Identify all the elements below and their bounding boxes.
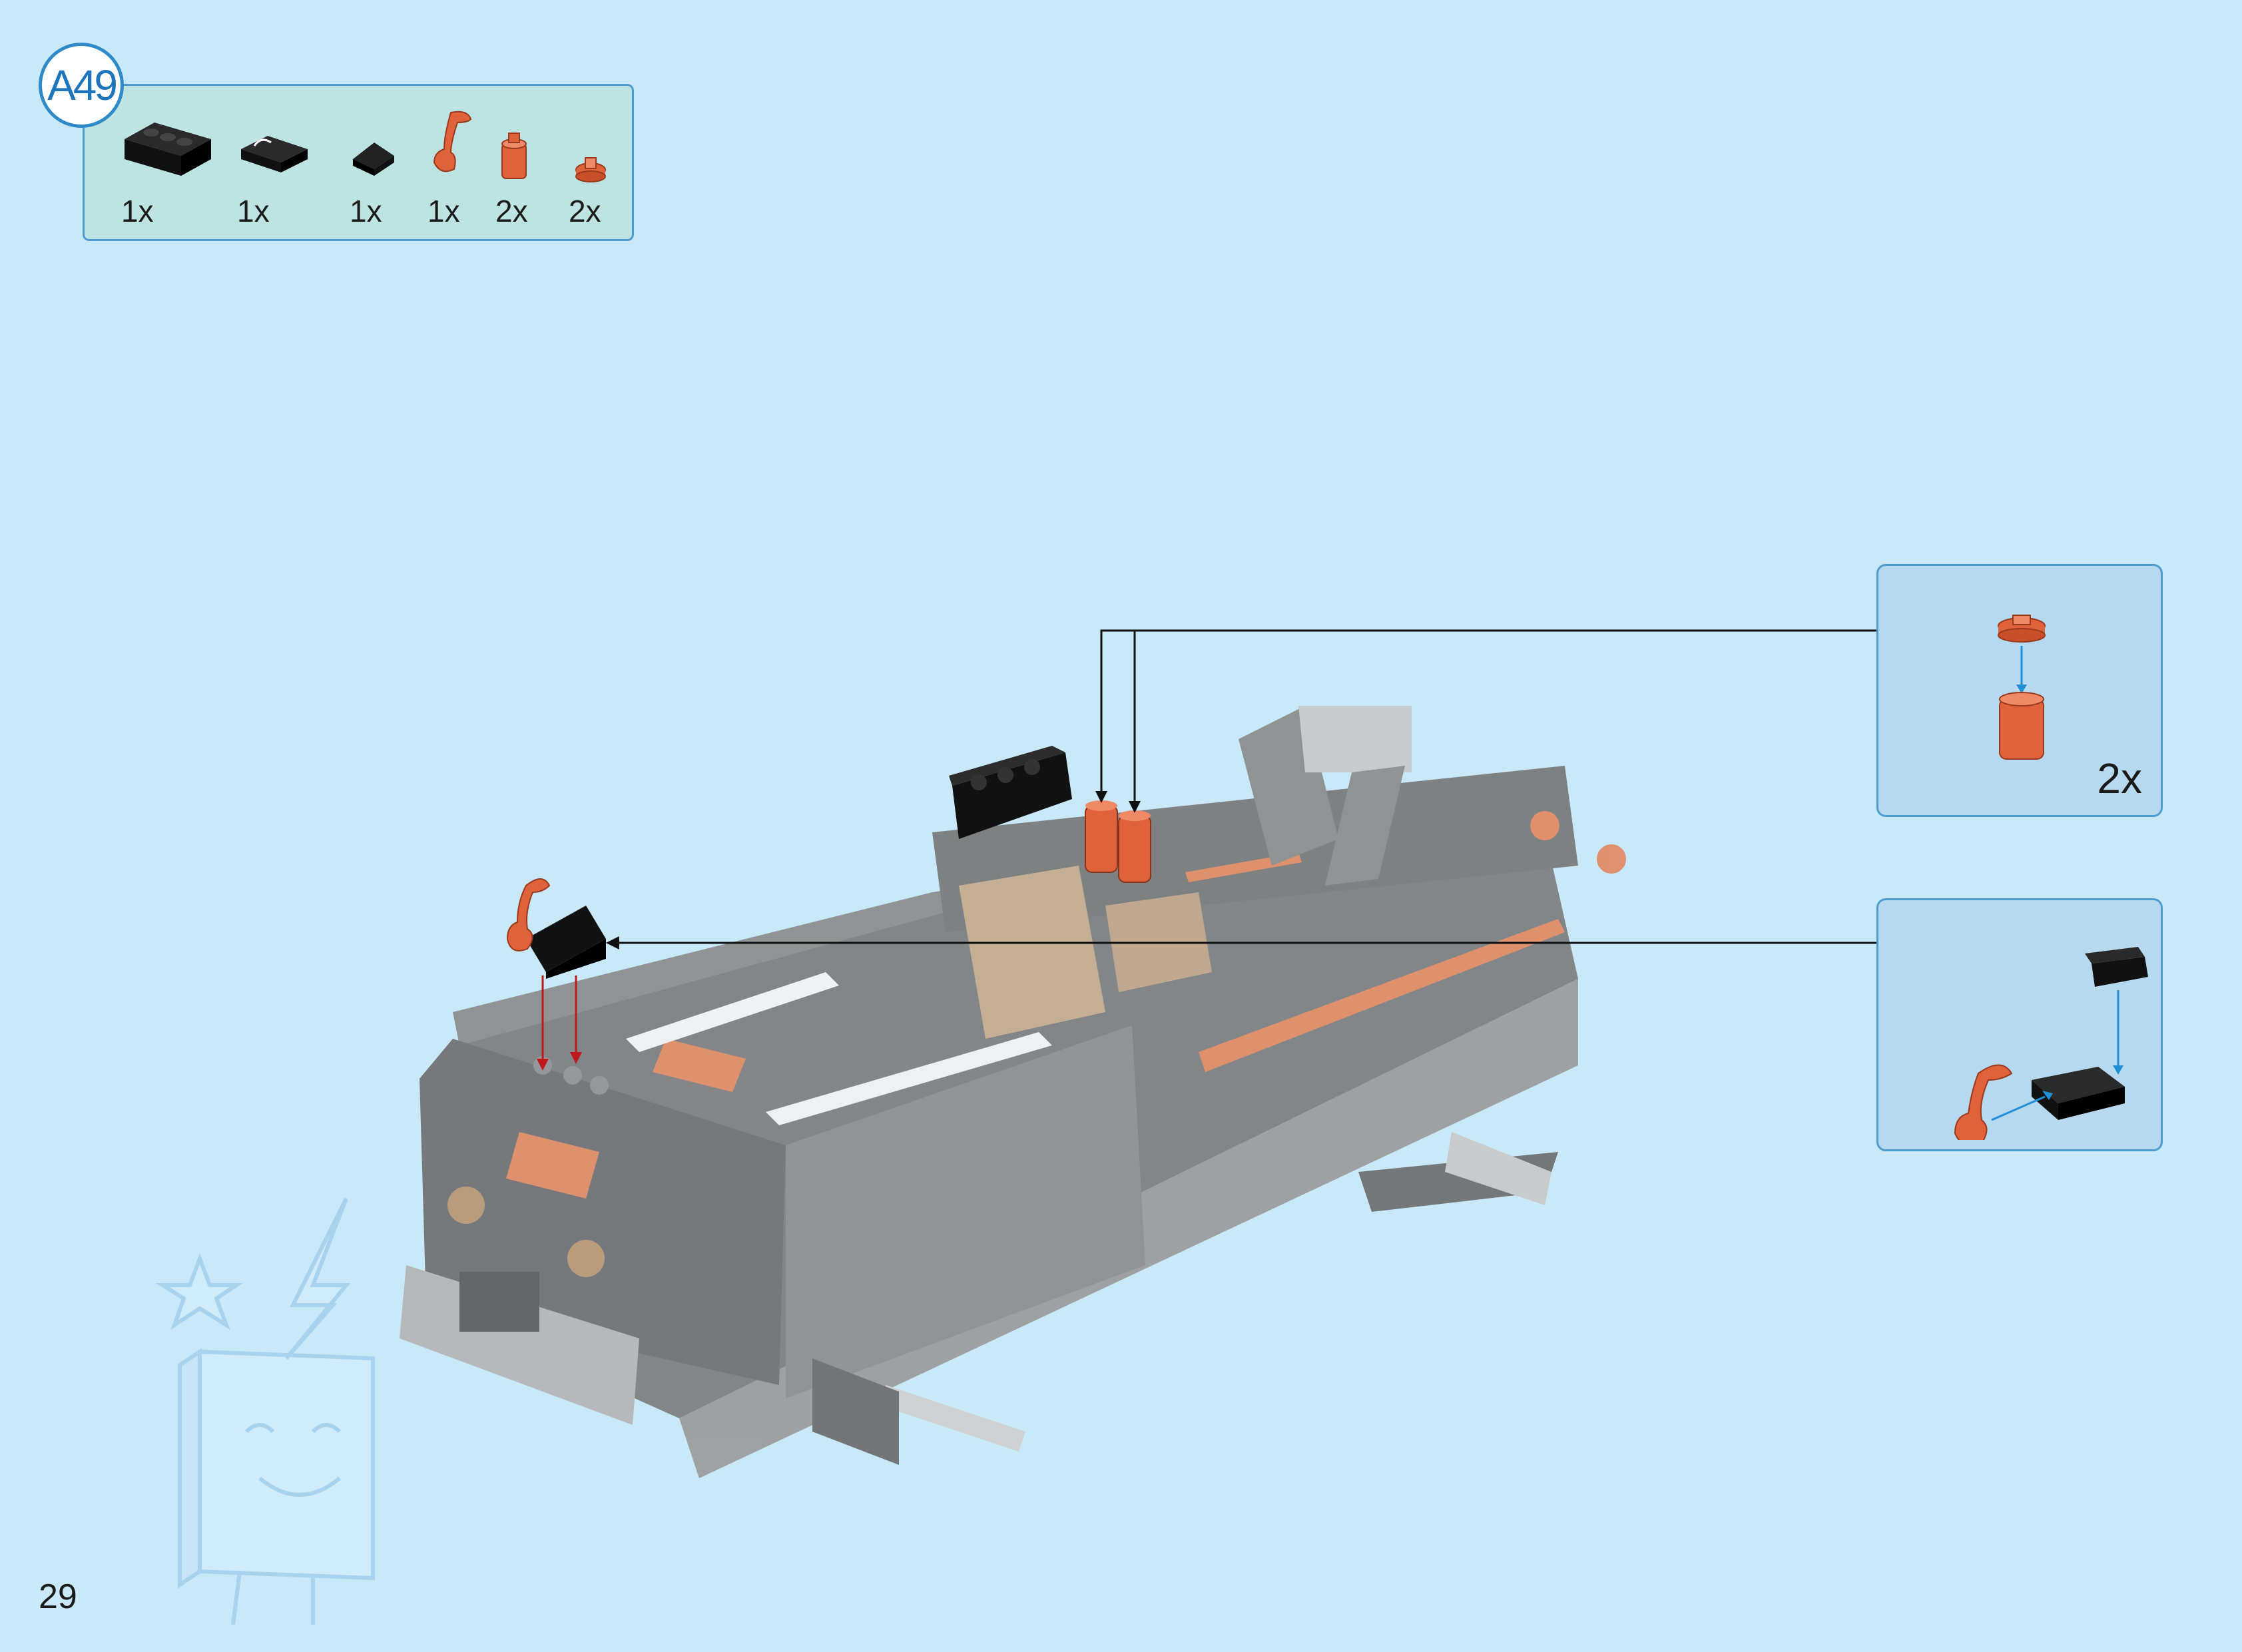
callout-quantity: 2x bbox=[2097, 754, 2142, 802]
arrow-head bbox=[537, 1059, 549, 1071]
arrow-head bbox=[1129, 801, 1141, 813]
black-slope-tile-icon bbox=[353, 142, 394, 176]
page-number: 29 bbox=[39, 1577, 77, 1616]
arrow-head bbox=[570, 1052, 582, 1064]
part-qty: 1x bbox=[350, 194, 382, 228]
black-brick-1x3-icon bbox=[125, 123, 211, 176]
car-chassis-model bbox=[400, 706, 1626, 1478]
black-brick-placed bbox=[949, 746, 1072, 839]
orange-round-plate-icon bbox=[575, 157, 606, 182]
orange-round-stack-placed bbox=[1085, 800, 1151, 883]
part-qty: 2x bbox=[495, 194, 528, 228]
arrow-head bbox=[606, 936, 619, 950]
step-number-badge: A49 bbox=[39, 43, 124, 128]
leader-lines bbox=[619, 629, 1876, 944]
callout-clip-hook bbox=[1876, 898, 2163, 1151]
orange-round-brick-icon bbox=[501, 133, 527, 179]
arrow-head bbox=[1095, 791, 1107, 803]
part-qty: 1x bbox=[237, 194, 270, 228]
parts-list-box bbox=[83, 84, 634, 241]
orange-hook-icon bbox=[433, 111, 472, 172]
clip-hook-diagram bbox=[1954, 947, 2148, 1140]
callout-round-stack: 2x bbox=[1876, 564, 2163, 817]
red-placement-arrows bbox=[541, 975, 577, 1062]
part-qty: 2x bbox=[569, 194, 601, 228]
clip-hook-placed bbox=[506, 878, 606, 979]
black-clip-plate-icon bbox=[241, 136, 308, 172]
round-stack-diagram bbox=[1998, 615, 2046, 760]
part-qty: 1x bbox=[121, 194, 154, 228]
part-qty: 1x bbox=[427, 194, 460, 228]
mascot-watermark bbox=[155, 1197, 375, 1625]
